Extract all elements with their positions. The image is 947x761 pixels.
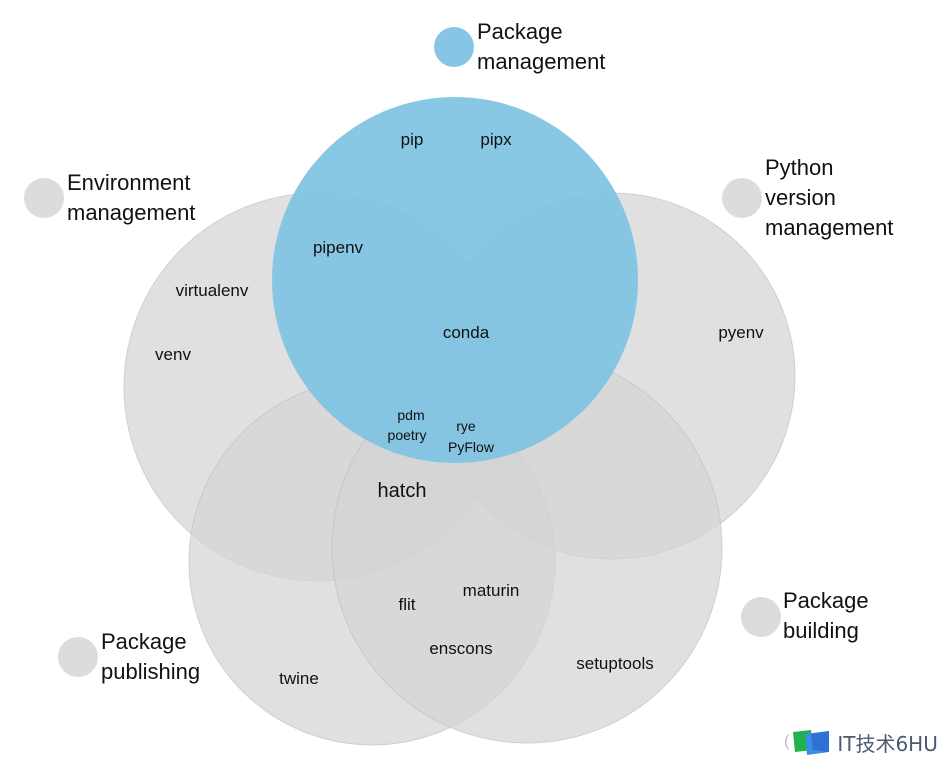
set-circle-package-management [272, 97, 638, 463]
item-venv: venv [155, 345, 191, 364]
legend-dot-python-version-management [722, 178, 762, 218]
legend-label-line: Package [477, 19, 563, 44]
legend-label-line: Package [783, 588, 869, 613]
svg-text:Package building: Package building [783, 588, 875, 643]
legend-package-publishing: Package publishing [58, 629, 200, 684]
legend-label-line: management [765, 215, 893, 240]
svg-text:Python version man: Python version management [765, 155, 893, 240]
item-conda: conda [443, 323, 490, 342]
legend-dot-package-management [434, 27, 474, 67]
watermark-paren: ( [784, 733, 790, 750]
item-twine: twine [279, 669, 319, 688]
item-rye: rye [456, 418, 476, 434]
item-setuptools: setuptools [576, 654, 654, 673]
legend-label-line: management [477, 49, 605, 74]
watermark: ( IT技术6HU [784, 726, 938, 758]
item-maturin: maturin [463, 581, 520, 600]
legend-label-line: Package [101, 629, 187, 654]
legend-dot-package-building [741, 597, 781, 637]
legend-dot-package-publishing [58, 637, 98, 677]
svg-text:Environment management: Environment management [67, 170, 197, 225]
item-virtualenv: virtualenv [176, 281, 249, 300]
legend-package-building: Package building [741, 588, 875, 643]
item-pyenv: pyenv [718, 323, 764, 342]
svg-text:Package publishing: Package publishing [101, 629, 200, 684]
item-pip: pip [401, 130, 424, 149]
item-pdm: pdm [397, 407, 424, 423]
legend-environment-management: Environment management [24, 170, 197, 225]
book-logo-icon [793, 730, 830, 755]
legend-package-management: Package management [434, 19, 605, 74]
watermark-text: IT技术6HU [837, 731, 938, 756]
legend-label-line: Environment [67, 170, 191, 195]
item-hatch: hatch [378, 480, 427, 502]
legend-label-line: version [765, 185, 836, 210]
legend-label-line: management [67, 200, 195, 225]
legend-label-line: building [783, 618, 859, 643]
svg-text:Package management: Package management [477, 19, 605, 74]
item-pyflow: PyFlow [448, 439, 495, 455]
legend-label-line: Python [765, 155, 834, 180]
item-pipenv: pipenv [313, 238, 364, 257]
legend-dot-environment-management [24, 178, 64, 218]
legend-label-line: publishing [101, 659, 200, 684]
legend-python-version-management: Python version management [722, 155, 893, 240]
item-pipx: pipx [480, 130, 512, 149]
item-enscons: enscons [429, 639, 492, 658]
item-poetry: poetry [388, 427, 427, 443]
item-flit: flit [399, 595, 416, 614]
